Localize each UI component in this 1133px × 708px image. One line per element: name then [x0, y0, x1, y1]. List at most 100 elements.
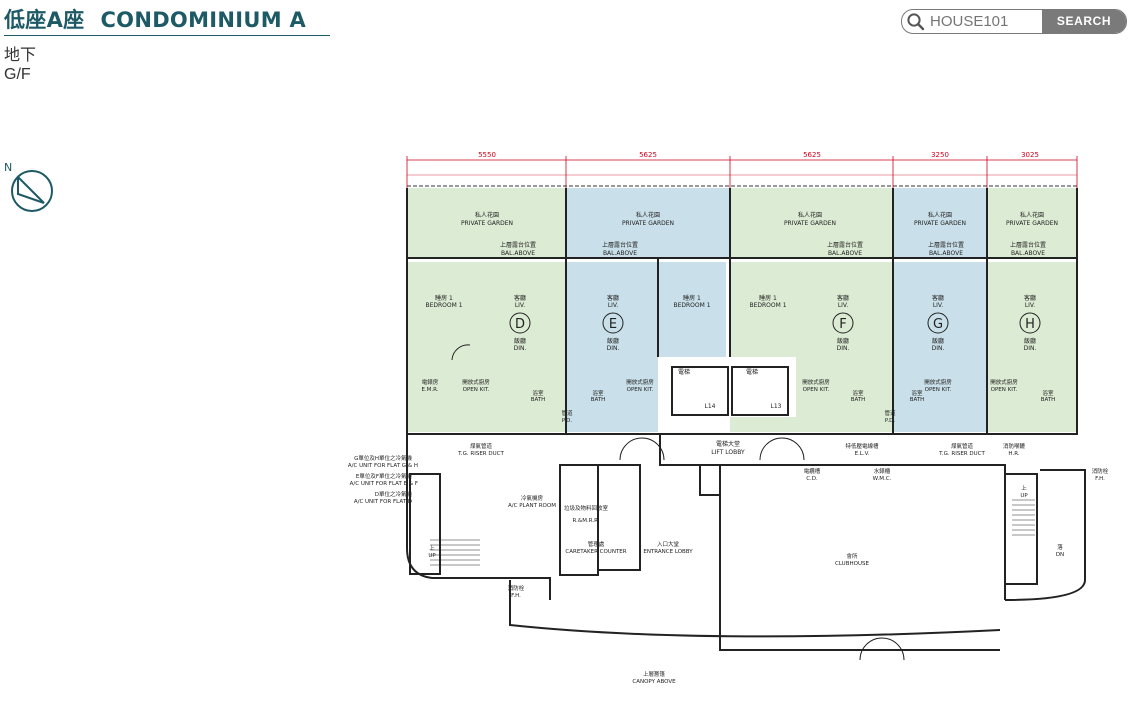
dimension-line: [406, 156, 1078, 190]
room-label: E.M.R.: [421, 387, 438, 393]
room-label: BEDROOM 1: [425, 302, 462, 309]
room-label: BATH: [851, 397, 866, 403]
room-label: F.H.: [1095, 476, 1105, 482]
balcony-label: BAL.ABOVE: [501, 250, 535, 257]
balcony-label: 上層露台位置: [602, 241, 638, 249]
unit-label: 飯廳: [1024, 337, 1036, 345]
room-label: F.H.: [511, 593, 521, 599]
room-label: 睡房 1: [759, 294, 777, 302]
garden-label: 私人花園: [928, 211, 952, 219]
room-label: T.G. RISER DUCT: [938, 451, 985, 457]
unit-label: DIN.: [607, 345, 620, 352]
room-label: H.R.: [1008, 451, 1019, 457]
unit-label: LIV.: [933, 302, 943, 309]
unit-label: 客廳: [932, 294, 944, 302]
room-label: 垃圾及物料回收室: [564, 504, 609, 512]
balcony-label: BAL.ABOVE: [1011, 250, 1045, 257]
ac-label: A/C UNIT FOR FLAT E & F: [350, 481, 418, 487]
ac-label: D單位之冷氣機: [375, 490, 413, 498]
unit-f: 客廳 LIV. F 飯廳 DIN. 睡房 1 BEDROOM 1: [749, 294, 854, 352]
garden-label: 私人花園: [798, 211, 822, 219]
garden-label: PRIVATE GARDEN: [622, 220, 674, 227]
private-gardens: [407, 185, 1077, 258]
room-label: 特低壓電線槽: [845, 442, 879, 450]
lift-lobby-label: 電梯大堂: [716, 440, 740, 448]
stair-label: UP: [1020, 493, 1028, 499]
unit-d: 客廳 LIV. D 飯廳 DIN. 睡房 1 BEDROOM 1: [425, 294, 531, 352]
unit-label: LIV.: [608, 302, 618, 309]
room-label: 煤氣管道: [951, 442, 974, 450]
north-arrow-icon: N: [4, 161, 53, 212]
search-icon: [907, 13, 925, 31]
room-label: 開放式廚房: [990, 378, 1018, 386]
title-en: CONDOMINIUM A: [100, 8, 307, 32]
room-label: C.D.: [806, 476, 818, 482]
room-label: 浴室: [532, 389, 544, 397]
north-label: N: [4, 161, 12, 174]
floor-plan: 5550 5625 5625 3250 3025: [348, 151, 1109, 685]
unit-label: DIN.: [514, 345, 527, 352]
room-label: BEDROOM 1: [673, 302, 710, 309]
room-label: OPEN KIT.: [803, 387, 830, 393]
stair-label: DN: [1056, 552, 1064, 558]
dim-label: 5625: [803, 151, 821, 159]
search-input[interactable]: [930, 11, 1038, 31]
dim-label: 5625: [639, 151, 657, 159]
unit-label: 飯廳: [932, 337, 944, 345]
unit-label: LIV.: [515, 302, 525, 309]
balcony-label: 上層露台位置: [500, 241, 536, 249]
lift-id-l14: L14: [705, 403, 716, 410]
search-button[interactable]: SEARCH: [1042, 10, 1126, 33]
room-label: 管道: [561, 409, 573, 417]
room-label: 消防栓: [508, 584, 525, 592]
room-label: 電纜槽: [804, 467, 821, 475]
room-label: 煤氣管道: [470, 442, 493, 450]
balcony-label: BAL.ABOVE: [603, 250, 637, 257]
room-label: 入口大堂: [657, 540, 680, 548]
unit-label: 飯廳: [514, 337, 526, 345]
floor-label-en: G/F: [4, 66, 31, 83]
unit-label: 客廳: [1024, 294, 1036, 302]
room-label: CARETAKER COUNTER: [565, 549, 626, 555]
ac-label: E單位及F單位之冷氣機: [356, 472, 413, 480]
room-label: BATH: [531, 397, 546, 403]
lift-label: 電梯: [678, 368, 690, 376]
room-label: 開放式廚房: [462, 378, 490, 386]
room-label: 開放式廚房: [924, 378, 952, 386]
unit-g: 客廳 LIV. G 飯廳 DIN.: [927, 294, 949, 352]
room-label: 浴室: [1042, 389, 1054, 397]
room-label: 睡房 1: [435, 294, 453, 302]
ac-label: A/C UNIT FOR FLAT G & H: [348, 463, 418, 469]
balcony-label: BAL.ABOVE: [929, 250, 963, 257]
lift-lobby-label: LIFT LOBBY: [711, 449, 745, 456]
room-label: ENTRANCE LOBBY: [643, 549, 693, 555]
canopy-label: CANOPY ABOVE: [632, 679, 676, 685]
room-label: P.D.: [885, 418, 895, 424]
room-label: OPEN KIT.: [991, 387, 1018, 393]
unit-label: DIN.: [1024, 345, 1037, 352]
unit-label: DIN.: [932, 345, 945, 352]
room-label: OPEN KIT.: [627, 387, 654, 393]
room-label: BATH: [1041, 397, 1056, 403]
room-label: 浴室: [852, 389, 864, 397]
room-label: CLUBHOUSE: [835, 561, 869, 567]
room-label: T.G. RISER DUCT: [457, 451, 504, 457]
canopy-label: 上層簷篷: [643, 670, 666, 678]
stair-label: 上: [1021, 484, 1027, 492]
garden-label: 私人花園: [636, 211, 660, 219]
unit-h: 客廳 LIV. H 飯廳 DIN.: [1019, 294, 1041, 352]
unit-label: 客廳: [837, 294, 849, 302]
unit-label: DIN.: [837, 345, 850, 352]
room-label: P.D.: [562, 418, 572, 424]
balcony-label: 上層露台位置: [827, 241, 863, 249]
dim-label: 3025: [1021, 151, 1039, 159]
room-label: 開放式廚房: [626, 378, 654, 386]
room-label: 浴室: [911, 389, 923, 397]
balcony-label: 上層露台位置: [928, 241, 964, 249]
stair-label: 落: [1057, 543, 1063, 551]
garden-label: PRIVATE GARDEN: [784, 220, 836, 227]
room-label: 睡房 1: [683, 294, 701, 302]
garden-label: PRIVATE GARDEN: [914, 220, 966, 227]
ac-label: A/C UNIT FOR FLAT D: [354, 499, 412, 505]
search-box: SEARCH: [901, 9, 1127, 34]
